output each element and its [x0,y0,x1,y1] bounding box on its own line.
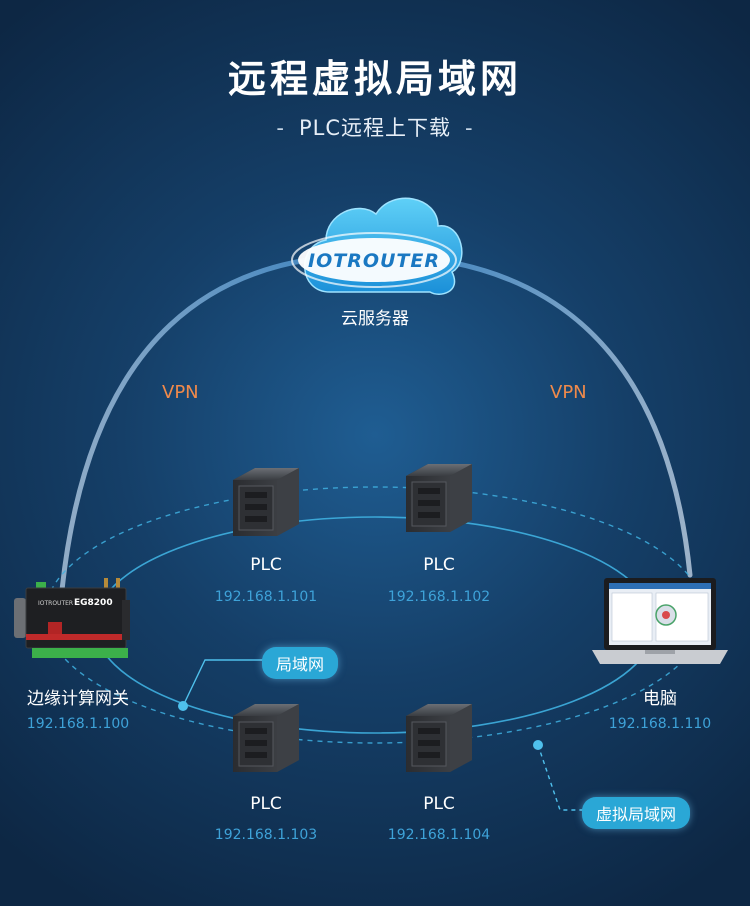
computer-ip: 192.168.1.110 [608,716,712,732]
page-subtitle: -PLC远程上下载- [0,112,750,142]
plc-icon [233,704,299,772]
gateway-icon [14,578,130,658]
plc-ip: 192.168.1.103 [214,827,318,843]
gateway-brand: IOTROUTER [38,600,74,607]
laptop-icon [592,578,728,664]
lan-tag: 局域网 [262,647,339,679]
plc-icon [406,704,472,772]
plc-label: PLC [423,555,455,575]
plc-ip: 192.168.1.102 [387,589,491,605]
lan-connector-dot [178,701,188,711]
vpn-label-left: VPN [162,382,199,403]
plc-ip: 192.168.1.104 [387,827,491,843]
vlan-connector-dot [533,740,543,750]
cloud-logo-text: IOTROUTER [308,250,440,272]
computer-label: 电脑 [643,689,677,709]
subtitle-dash-right: - [465,116,474,140]
plc-icon [233,468,299,536]
vpn-label-right: VPN [550,382,587,403]
plc-label: PLC [250,555,282,575]
cloud-server-icon [291,197,463,295]
plc-label: PLC [250,794,282,814]
gateway-ip: 192.168.1.100 [26,716,130,732]
subtitle-text: PLC远程上下载 [298,116,452,140]
vlan-connector [537,744,590,811]
plc-ip: 192.168.1.101 [214,589,318,605]
subtitle-dash-left: - [276,116,285,140]
cloud-label: 云服务器 [341,309,409,329]
gateway-model: EG8200 [74,598,113,608]
lan-connector [182,659,268,707]
plc-label: PLC [423,794,455,814]
vlan-tag: 虚拟局域网 [582,797,691,829]
lan-ring [94,516,656,734]
gateway-label: 边缘计算网关 [27,689,129,709]
page-title: 远程虚拟局域网 [227,57,522,101]
plc-icon [406,464,472,532]
